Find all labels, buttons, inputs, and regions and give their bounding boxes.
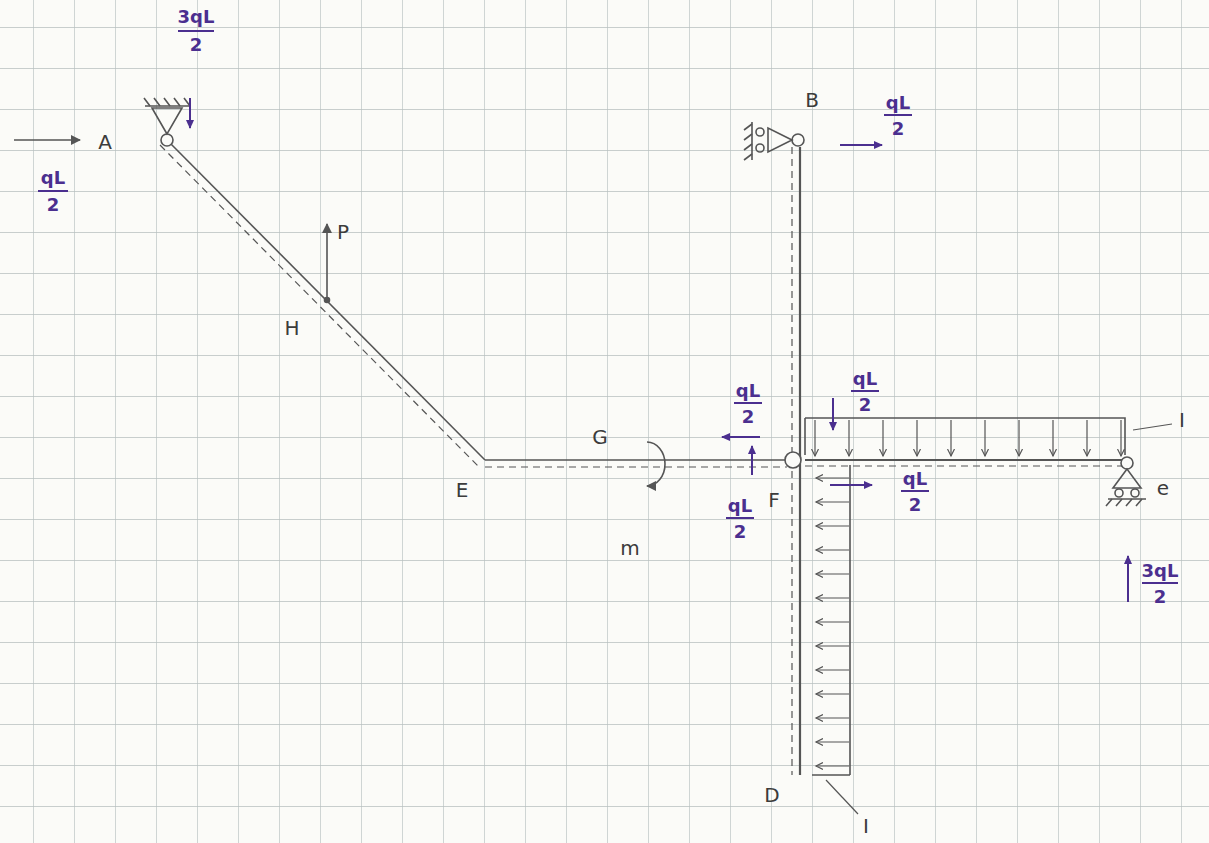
force-value: 2 [742, 408, 755, 426]
load-arrow [816, 597, 849, 598]
force-value: 2 [1154, 588, 1167, 606]
force-value: qL [41, 169, 65, 187]
point-label: H [284, 318, 299, 338]
load-arrow [816, 573, 849, 574]
point-label: A [98, 132, 112, 152]
force-value: qL [736, 382, 760, 400]
load-arrow [816, 621, 849, 622]
point-label: E [456, 480, 469, 500]
load-arrow [916, 420, 917, 456]
force-value: qL [853, 370, 877, 388]
force-label: P [337, 222, 349, 242]
force-value: qL [728, 497, 752, 515]
force-value: 2 [47, 196, 60, 214]
load-arrow [1086, 420, 1087, 456]
load-arrow [882, 420, 883, 456]
load-arrow [950, 420, 951, 456]
load-arrow [848, 420, 849, 456]
load-arrow [816, 525, 849, 526]
load-arrow [1120, 420, 1121, 456]
point-label: G [592, 427, 608, 447]
point-label: D [764, 785, 779, 805]
force-value: qL [886, 94, 910, 112]
force-value: 2 [909, 496, 922, 514]
force-value: 2 [190, 36, 203, 54]
load-arrow [984, 420, 985, 456]
force-value: 2 [734, 523, 747, 541]
force-value: 3qL [178, 8, 215, 26]
load-arrow [1018, 420, 1019, 456]
load-arrow [814, 420, 815, 456]
load-arrow [816, 645, 849, 646]
force-value: 2 [859, 396, 872, 414]
moment-label: m [620, 538, 639, 558]
load-arrow [816, 765, 849, 766]
load-label: I [1179, 410, 1185, 430]
load-arrow [816, 501, 849, 502]
load-arrow [816, 477, 849, 478]
load-arrow [816, 549, 849, 550]
point-label: B [805, 90, 819, 110]
point-label: F [768, 490, 780, 510]
force-value: qL [903, 470, 927, 488]
load-arrow [816, 741, 849, 742]
load-label: I [863, 816, 869, 836]
load-arrow [1052, 420, 1053, 456]
load-arrow [816, 717, 849, 718]
load-arrow [816, 669, 849, 670]
force-value: 2 [892, 120, 905, 138]
force-value: 3qL [1142, 562, 1179, 580]
point-label: e [1157, 478, 1169, 498]
load-arrow [816, 693, 849, 694]
